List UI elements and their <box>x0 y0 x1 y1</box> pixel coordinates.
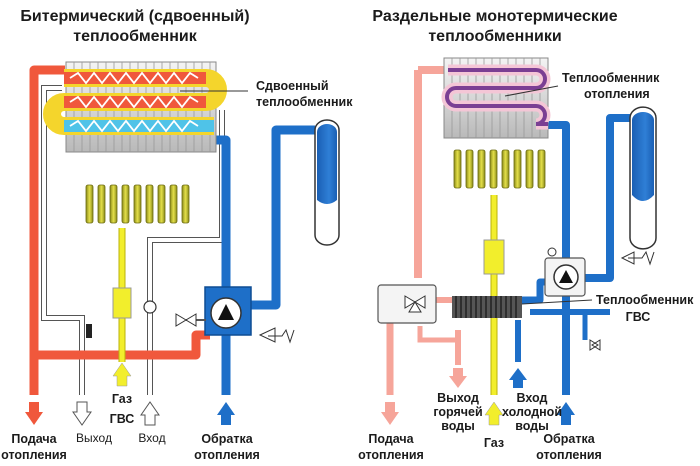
right-label-gas: Газ <box>484 436 504 450</box>
right-hot-out-arrow <box>449 368 467 388</box>
left-return-up-pipe <box>214 135 231 294</box>
right-callout-heat-2: отопления <box>584 87 650 101</box>
left-label-supply-2: отопления <box>1 448 67 462</box>
right-cold-in-arrow <box>509 368 527 388</box>
right-label-return-1: Обратка <box>543 432 595 446</box>
left-label-gas-2: ГВС <box>110 412 135 426</box>
right-callout-dhw-2: ГВС <box>626 310 651 324</box>
right-tube-inner <box>445 68 548 126</box>
right-label-supply-1: Подача <box>368 432 414 446</box>
right-tank-pipe <box>582 114 630 282</box>
right-gas-arrow <box>484 401 504 426</box>
left-return-arrow <box>217 402 235 425</box>
right-supply-down-pipe <box>386 310 400 395</box>
left-flow-arrows <box>25 362 235 426</box>
right-callout-dhw-1: Теплообменник <box>596 293 694 307</box>
left-dhw-in-arrow <box>140 401 160 426</box>
right-gas-valve <box>483 239 505 275</box>
left-callout-line2: теплообменник <box>256 95 353 109</box>
right-callout-heat-line <box>504 85 559 97</box>
right-label-hot-out-2: горячей <box>433 405 482 419</box>
left-label-dhw-in: Вход <box>138 431 165 445</box>
right-flow-arrows <box>381 368 575 426</box>
right-callout-dhw-line <box>521 299 593 305</box>
left-boiler <box>29 61 340 395</box>
left-tank-pipe <box>250 125 315 310</box>
left-callout-line1: Сдвоенный <box>256 79 329 93</box>
left-gas-valve <box>112 287 132 319</box>
right-label-cold-in-1: Вход <box>517 391 548 405</box>
right-label-cold-in-3: воды <box>515 419 549 433</box>
right-return-arrow <box>557 402 575 425</box>
left-label-dhw-out: Выход <box>76 431 112 445</box>
left-label-supply-1: Подача <box>11 432 57 446</box>
left-title-line1: Битермический (сдвоенный) <box>20 8 249 25</box>
right-dhw-exchanger <box>452 296 522 318</box>
left-supply-arrow <box>25 402 43 425</box>
left-label-return-1: Обратка <box>201 432 253 446</box>
left-supply-lower-pipe <box>34 330 210 360</box>
right-label-hot-out-3: воды <box>441 419 475 433</box>
left-dhw-out-pipe <box>42 86 84 395</box>
left-title-line2: теплообменник <box>73 28 197 45</box>
right-label-return-2: отопления <box>536 448 602 462</box>
left-supply-pipe <box>29 65 65 395</box>
left-label-return-2: отопления <box>194 448 260 462</box>
right-callout-heat-1: Теплообменник <box>562 71 660 85</box>
right-supply-arrow <box>381 402 399 425</box>
right-title-line1: Раздельные монотермические <box>372 8 617 25</box>
right-label-supply-2: отопления <box>358 448 424 462</box>
left-gas-arrow <box>112 362 132 387</box>
right-title-line2: теплообменники <box>428 28 561 45</box>
left-dhw-out-arrow <box>72 401 92 426</box>
right-label-hot-out-1: Выход <box>437 391 479 405</box>
right-boiler <box>377 57 657 395</box>
left-burners <box>85 184 190 224</box>
right-burners <box>453 149 546 189</box>
right-label-cold-in-2: холодной <box>502 405 562 419</box>
left-label-gas-1: Газ <box>112 392 132 406</box>
